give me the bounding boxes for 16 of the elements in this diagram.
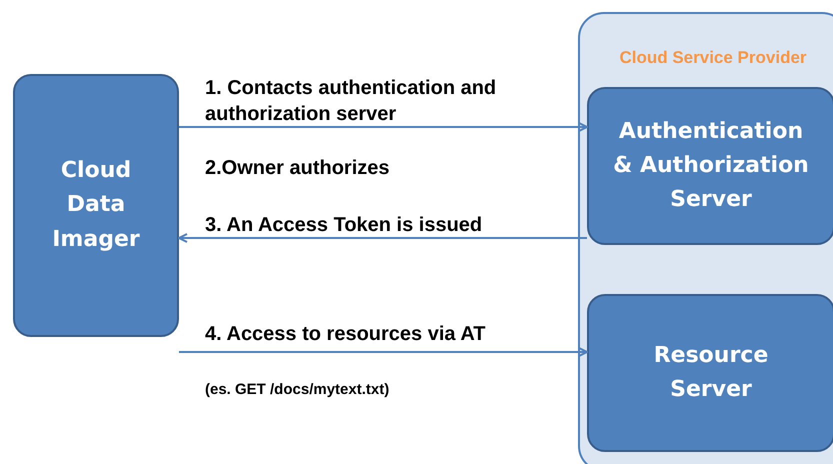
edge-label: 3. An Access Token is issued — [205, 213, 484, 238]
node-label: Authentication & Authorization Server — [612, 118, 810, 214]
note-text: (es. GET /docs/mytext.txt) — [205, 380, 390, 400]
server-box — [587, 87, 833, 245]
server-box — [13, 74, 179, 337]
edge-label: 4. Access to resources via AT — [205, 322, 487, 347]
arrow — [179, 347, 588, 357]
node-label: Cloud Data Imager — [51, 157, 141, 254]
arrow — [179, 122, 588, 132]
note-text: 2.Owner authorizes — [205, 156, 390, 181]
edge-label: 1. Contacts authentication and authorization server — [205, 76, 498, 127]
arrow — [178, 233, 587, 243]
provider-container — [578, 12, 833, 464]
node-label: Resource Server — [652, 342, 770, 404]
container-title: Cloud Service Provider — [619, 48, 807, 68]
server-box — [587, 294, 833, 452]
